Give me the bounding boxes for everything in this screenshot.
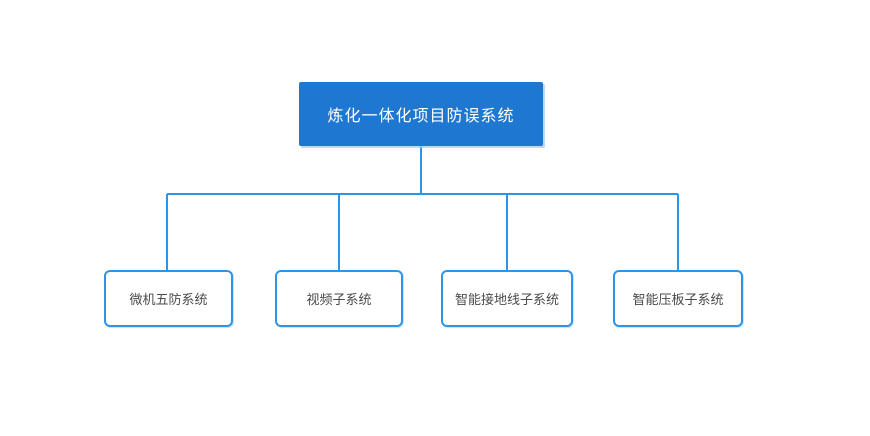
child-node-label: 智能压板子系统: [632, 292, 724, 307]
child-node-grounding-wire[interactable]: 智能接地线子系统: [441, 270, 573, 327]
root-node[interactable]: 炼化一体化项目防误系统: [299, 82, 543, 146]
child-node-video[interactable]: 视频子系统: [275, 270, 403, 327]
child-node-label: 视频子系统: [306, 292, 372, 307]
child-node-wujifang[interactable]: 微机五防系统: [104, 270, 233, 327]
child-node-label: 智能接地线子系统: [454, 292, 559, 307]
root-node-label: 炼化一体化项目防误系统: [327, 108, 515, 125]
child-node-pressure-plate[interactable]: 智能压板子系统: [613, 270, 743, 327]
child-node-label: 微机五防系统: [129, 292, 208, 307]
